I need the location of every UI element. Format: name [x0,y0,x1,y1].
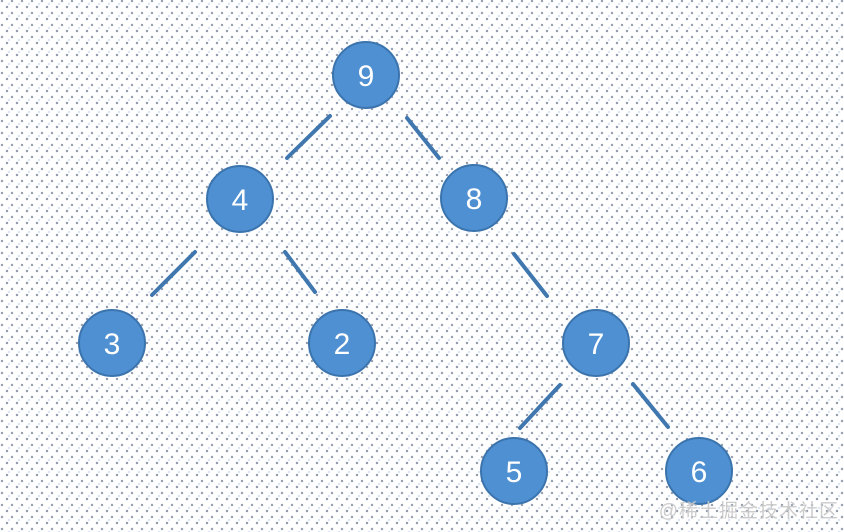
tree-edge-7-5 [518,383,562,430]
tree-node-circle-4 [206,165,274,233]
tree-node-3: 3 [78,309,146,377]
tree-edge-4-3 [150,250,197,297]
tree-node-7: 7 [562,309,630,377]
tree-edge-9-8 [405,116,441,160]
tree-node-2: 2 [308,309,376,377]
tree-node-9: 9 [332,41,400,109]
tree-node-circle-7 [562,309,630,377]
tree-node-label-3: 3 [104,328,121,361]
tree-node-8: 8 [440,164,508,232]
tree-node-circle-8 [440,164,508,232]
tree-node-label-4: 4 [232,184,249,217]
tree-node-circle-6 [665,437,733,505]
tree-node-circle-2 [308,309,376,377]
tree-edge-9-4 [285,114,332,160]
tree-edge-7-6 [631,382,670,429]
tree-nodes: 9 4 8 3 2 7 5 6 [78,41,733,505]
tree-node-label-9: 9 [358,60,375,93]
tree-edges [150,114,670,430]
tree-node-label-8: 8 [466,183,483,216]
tree-node-label-7: 7 [588,328,605,361]
tree-node-circle-9 [332,41,400,109]
tree-edge-8-7 [512,252,549,298]
tree-node-circle-5 [480,437,548,505]
tree-node-6: 6 [665,437,733,505]
tree-node-circle-3 [78,309,146,377]
tree-edge-4-2 [283,250,317,294]
tree-node-label-6: 6 [691,456,708,489]
tree-node-label-5: 5 [506,456,523,489]
tree-node-label-2: 2 [334,328,351,361]
tree-node-5: 5 [480,437,548,505]
tree-node-4: 4 [206,165,274,233]
